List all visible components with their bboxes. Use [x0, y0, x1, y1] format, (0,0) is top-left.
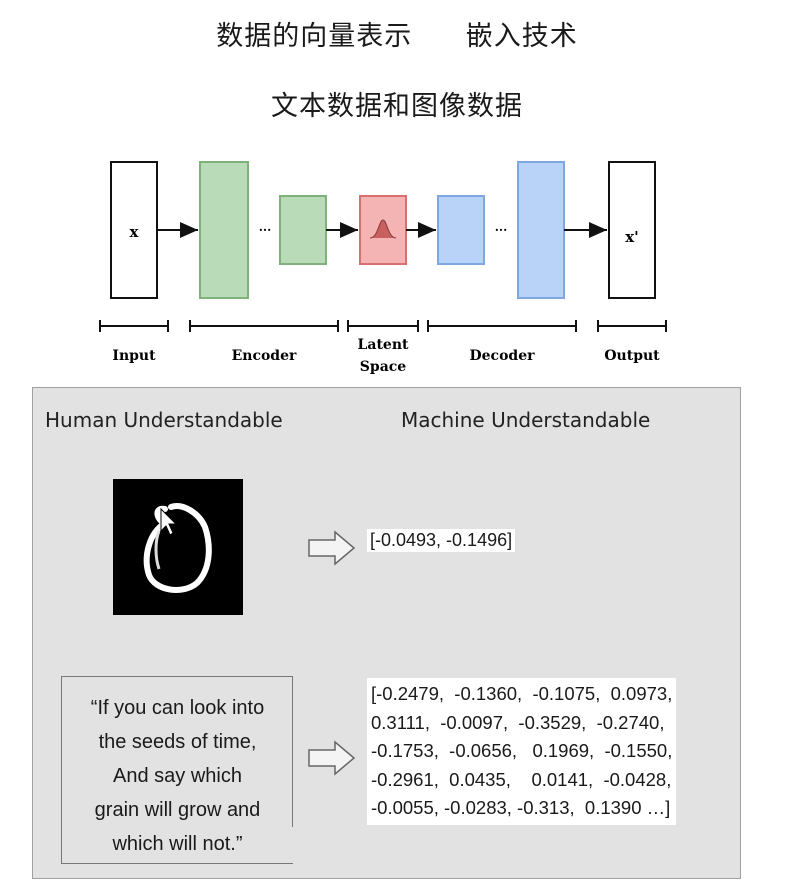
decoder-layer-2: [517, 161, 565, 299]
machine-heading: Machine Understandable: [401, 408, 651, 432]
label-space: Space: [360, 359, 406, 375]
encoder-ellipsis: ···: [259, 223, 272, 237]
text-vector-line: -0.0055, -0.0283, -0.313, 0.1390 …]: [371, 797, 671, 818]
output-box: [608, 161, 656, 299]
page-title: 数据的向量表示 嵌入技术: [0, 14, 794, 53]
digit-image: [113, 479, 243, 615]
title-vector-representation: 数据的向量表示: [216, 21, 413, 52]
gaussian-icon: [369, 219, 397, 239]
quote-line: grain will grow and: [94, 799, 261, 821]
decoder-layer-1: [437, 195, 485, 265]
text-vector: [-0.2479, -0.1360, -0.1075, 0.0973, 0.311…: [367, 678, 677, 825]
label-output: Output: [604, 348, 660, 364]
text-arrow-icon: [308, 740, 356, 776]
image-arrow-icon: [308, 530, 356, 566]
text-vector-line: 0.3111, -0.0097, -0.3529, -0.2740,: [371, 711, 665, 733]
section-brackets: [99, 320, 667, 332]
cursor-icon: [160, 507, 178, 536]
quote-line: which will not.”: [112, 833, 243, 855]
embedding-panel: Human Understandable Machine Understanda…: [32, 387, 741, 879]
page-subtitle: 文本数据和图像数据: [271, 91, 523, 122]
text-vector-line: [-0.2479, -0.1360, -0.1075, 0.0973,: [371, 683, 673, 704]
decoder-ellipsis: ···: [495, 223, 508, 237]
title-embedding: 嵌入技术: [465, 21, 578, 52]
label-latent: Latent: [358, 337, 409, 353]
human-heading: Human Understandable: [45, 408, 283, 432]
encoder-layer-2: [279, 195, 327, 265]
quote-line: And say which: [113, 765, 242, 787]
text-vector-line: -0.1753, -0.0656, 0.1969, -0.1550,: [371, 740, 673, 761]
autoencoder-diagram: x ··· ··· x' Input Encoder Latent Space …: [99, 161, 667, 375]
label-input: Input: [112, 348, 156, 364]
text-vector-line: -0.2961, 0.0435, 0.0141, -0.0428,: [371, 768, 672, 790]
encoder-layer-1: [199, 161, 249, 299]
image-vector: [-0.0493, -0.1496]: [367, 529, 516, 552]
input-box: [110, 161, 158, 299]
quote-line: “If you can look into: [90, 697, 265, 719]
input-symbol: x: [130, 223, 140, 241]
quote-box: “If you can look into the seeds of time,…: [61, 676, 293, 864]
output-symbol: x': [625, 228, 639, 246]
quote-line: the seeds of time,: [98, 731, 257, 753]
label-encoder: Encoder: [232, 348, 297, 364]
label-decoder: Decoder: [470, 348, 536, 364]
